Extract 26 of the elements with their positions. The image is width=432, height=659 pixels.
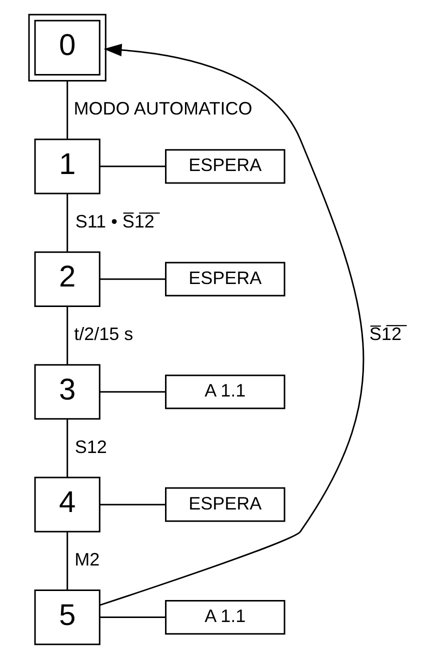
connector [100,166,165,168]
edge-label: S12 [74,436,106,457]
node-box: ESPERA [164,149,285,184]
connector [66,80,68,139]
node-box: ESPERA [164,262,285,296]
node-box: 1 [34,138,100,194]
edge-label: t/2/15 s [74,324,133,344]
connector [100,278,165,280]
connector [100,391,165,393]
connector [66,419,68,478]
node-box: 5 [34,590,100,646]
edge-label: MODO AUTOMATICO [73,98,252,119]
node-box: 0 [28,14,106,82]
connector [66,532,68,590]
connector [100,616,165,618]
node-box: ESPERA [164,487,285,522]
connector [100,504,165,506]
node-box: A 1.1 [164,374,285,410]
node-box: 4 [34,476,100,532]
node-box: 2 [34,251,100,307]
node-box: A 1.1 [164,600,285,635]
edge-label: M2 [74,550,100,570]
connector [66,306,68,365]
arrow [98,44,364,606]
connector [66,194,68,252]
node-box: 3 [34,364,100,420]
